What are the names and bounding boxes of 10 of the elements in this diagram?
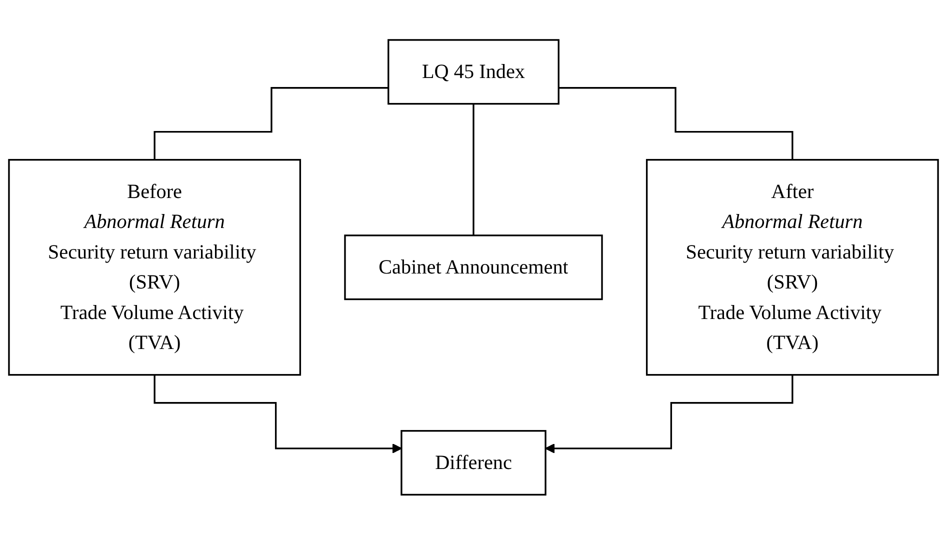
connector (154, 86, 388, 160)
node-box: After Abnormal Return Security return variability (SRV) Trade Volume Activity (TVA) (646, 158, 939, 376)
node-box: Cabinet Announcement (344, 234, 603, 300)
node-box: LQ 45 Index (388, 38, 560, 104)
node-box: Differenc (400, 430, 546, 496)
arrow (545, 374, 794, 453)
connector (558, 86, 794, 160)
arrow (154, 374, 402, 453)
connector (472, 102, 474, 236)
node-box: Before Abnormal Return Security return variability (SRV) Trade Volume Activity (TVA) (8, 158, 302, 376)
